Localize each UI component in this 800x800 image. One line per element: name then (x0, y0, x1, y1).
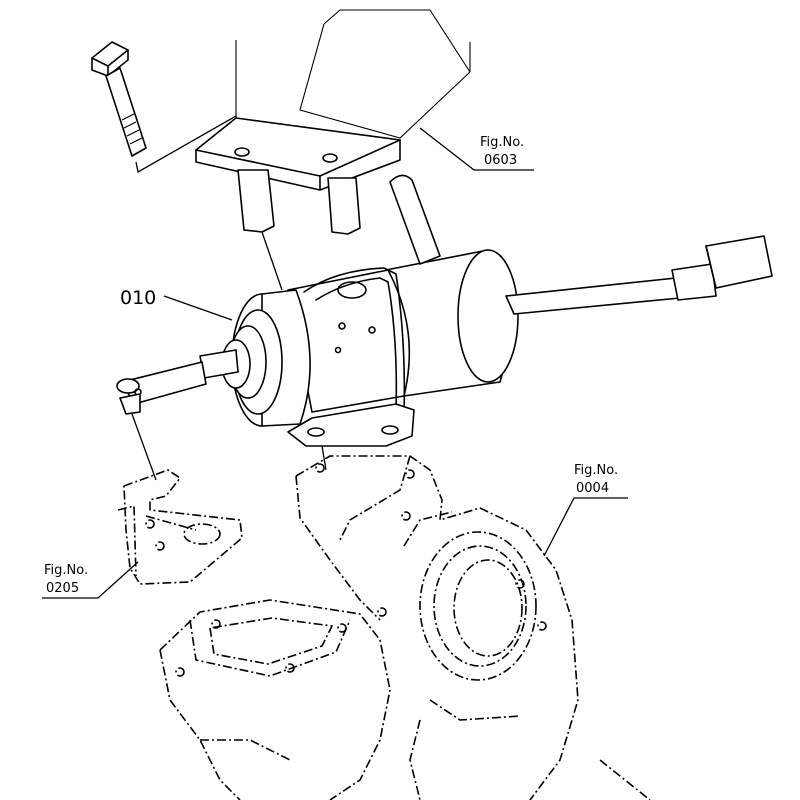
leader-0004 (543, 497, 628, 557)
fig-label-0603: Fig.No. (480, 135, 524, 150)
callout-fig-0603: Fig.No. 0603 (419, 127, 534, 171)
lever-centerline (131, 413, 157, 481)
foot-centerline (321, 445, 327, 471)
callout-fig-0004: Fig.No. 0004 (543, 463, 628, 557)
fig-number-0004: 0004 (576, 481, 609, 496)
callout-fig-0205: Fig.No. 0205 (42, 561, 139, 599)
callout-010: 010 (120, 287, 233, 321)
leader-010 (163, 295, 233, 321)
engine-block (159, 455, 651, 800)
fig-number-0603: 0603 (484, 153, 517, 168)
top-bracket (195, 9, 471, 235)
bolt (91, 41, 147, 157)
part-number-010: 010 (120, 287, 156, 309)
solenoid-010 (116, 174, 773, 447)
fig-label-0205: Fig.No. (44, 563, 88, 578)
fig-number-0205: 0205 (46, 581, 79, 596)
fig-label-0004: Fig.No. (574, 463, 618, 478)
leader-0603 (419, 127, 534, 171)
leader-0205 (42, 561, 139, 599)
pin-centerline (261, 231, 283, 291)
lever-bracket (117, 469, 243, 585)
